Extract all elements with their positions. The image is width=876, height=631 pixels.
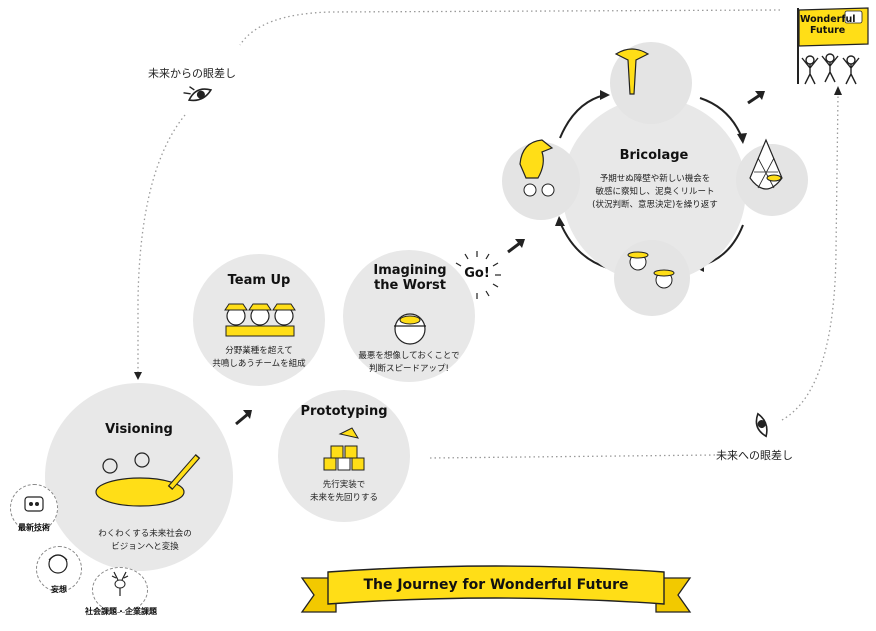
gaze-from-future-path [239, 9, 781, 46]
progress-arrow-2 [507, 239, 525, 254]
technology-label: 最新技術 [18, 523, 50, 532]
gaze-from-future-path-lower [137, 114, 186, 372]
stage-title-bricolage: Bricolage [619, 148, 689, 163]
cycle-arrow-top-left [559, 94, 606, 139]
progress-arrow-1 [235, 410, 252, 426]
team-people-icon [224, 303, 296, 337]
stage-title-prototyping: Prototyping [300, 404, 388, 419]
net-trap-icon [749, 138, 783, 190]
gaze-to-future-path-upper [781, 94, 839, 421]
person-thinking-icon [48, 554, 68, 574]
stage-desc-imagining: 最悪を想像しておくことで 判断スピードアップ! [358, 351, 460, 374]
flag-text-line1: Wonderful [800, 14, 856, 25]
arrow-head-up [834, 86, 842, 95]
flag-icon [797, 7, 869, 84]
dinosaur-icon [519, 139, 555, 197]
people-map-illustration-icon [95, 452, 201, 507]
volcano-icon [614, 48, 650, 95]
building-blocks-icon [323, 427, 365, 471]
stage-desc-team-up: 分野業種を超えて 共鳴しあうチームを組成 [212, 346, 306, 369]
eye-icon [183, 86, 213, 102]
cycle-arrow-top-right [699, 97, 743, 139]
eye-icon [755, 412, 768, 438]
bricolage-sub-circle [614, 240, 690, 316]
flag-text-line2: Future [810, 25, 846, 36]
issues-label: 社会課題・企業課題 [85, 607, 157, 616]
robot-icon [24, 496, 44, 512]
stage-desc-visioning: わくわくする未来社会の ビジョンへと変換 [98, 529, 192, 552]
arrow-head-down [134, 372, 142, 380]
stage-desc-prototyping: 先行実装で 未来を先回りする [309, 480, 378, 503]
stage-circle-prototyping [278, 390, 410, 522]
gaze-from-future-label: 未来からの眼差し [148, 67, 236, 80]
journey-title: The Journey for Wonderful Future [363, 577, 629, 593]
worried-people-icon [394, 313, 426, 345]
gaze-to-future-path [429, 454, 716, 459]
stage-title-imagining: Imagining the Worst [373, 263, 447, 293]
gaze-to-future-label: 未来への眼差し [716, 449, 793, 462]
stage-title-team-up: Team Up [227, 273, 291, 288]
progress-arrow-3 [747, 91, 765, 105]
title-ribbon [300, 565, 692, 613]
go-label: Go! [464, 266, 490, 281]
explorers-icon [627, 251, 675, 289]
imagination-label: 妄想 [51, 585, 67, 594]
stage-desc-bricolage: 予期せぬ障壁や新しい機会を 敏感に察知し、泥臭くリルート (状況判断、意思決定)… [592, 174, 718, 210]
deer-icon [111, 571, 129, 596]
stage-title-visioning: Visioning [105, 422, 173, 437]
stage-circle-visioning [45, 383, 233, 571]
flag-text: Wonderful Future [800, 14, 856, 36]
people-celebrating-icon [801, 53, 860, 85]
